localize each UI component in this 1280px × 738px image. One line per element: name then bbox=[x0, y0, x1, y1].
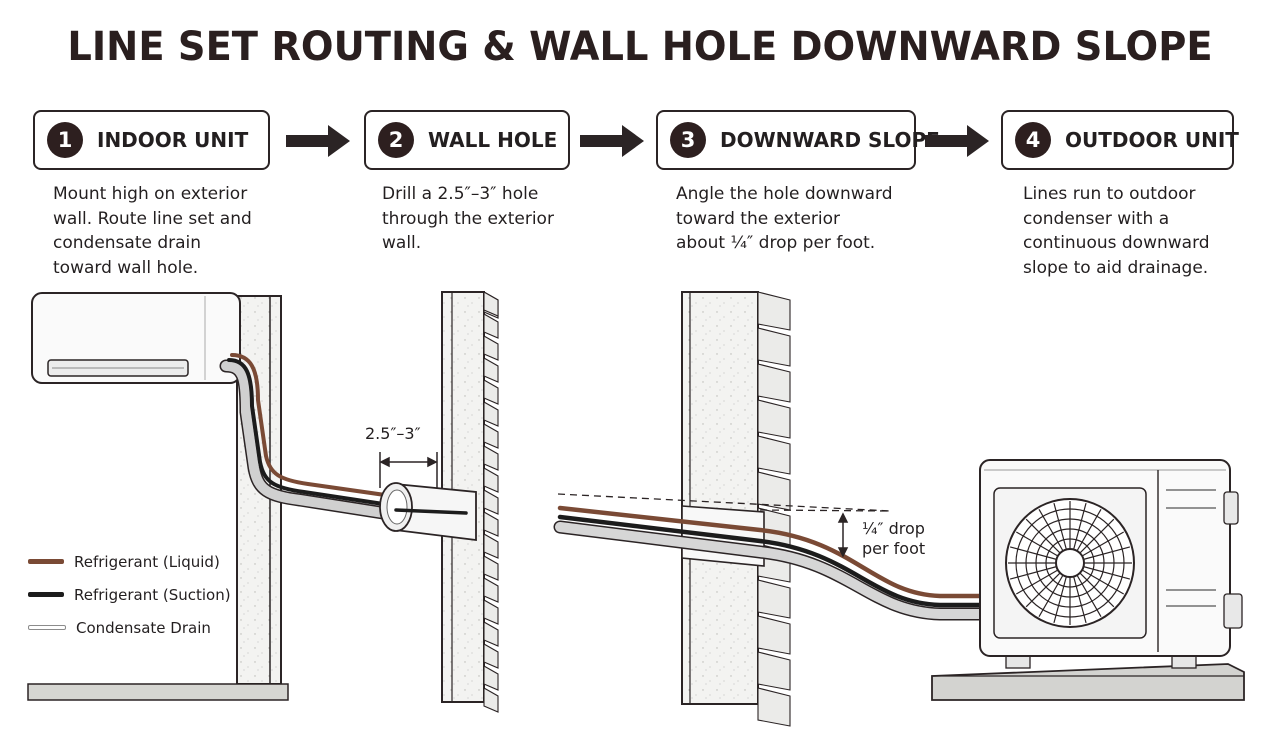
step-label: DOWNWARD SLOPE bbox=[720, 128, 940, 152]
siding-board bbox=[483, 357, 499, 383]
drop-label-line-2: per foot bbox=[862, 539, 926, 558]
siding-board bbox=[483, 489, 499, 515]
legend-item-liquid: Refrigerant (Liquid) bbox=[28, 545, 231, 578]
condenser-pad bbox=[931, 663, 1245, 701]
siding-board bbox=[757, 291, 791, 331]
fan-grille-spoke bbox=[1009, 546, 1057, 560]
siding-board bbox=[483, 401, 499, 427]
siding-board bbox=[757, 687, 791, 727]
right-arrow-icon bbox=[286, 125, 350, 157]
fan-grille-spoke bbox=[1073, 576, 1087, 624]
legend-item-suction: Refrigerant (Suction) bbox=[28, 578, 231, 611]
outdoor-line-set bbox=[553, 505, 991, 621]
legend-label: Condensate Drain bbox=[76, 618, 211, 637]
step-label: INDOOR UNIT bbox=[97, 128, 249, 152]
siding-board bbox=[757, 399, 791, 439]
siding bbox=[757, 291, 791, 727]
siding-board bbox=[483, 379, 499, 405]
fan-grille-spoke bbox=[1076, 509, 1102, 552]
wall-sleeve bbox=[379, 482, 477, 542]
siding-board bbox=[757, 327, 791, 367]
fan-grille-spoke bbox=[1083, 566, 1131, 580]
legend-label: Refrigerant (Suction) bbox=[74, 585, 231, 604]
fan-grille-spoke bbox=[1081, 569, 1124, 595]
siding-board bbox=[757, 651, 791, 691]
legend-swatch bbox=[28, 592, 64, 597]
step-box-wall-hole: 2 WALL HOLE bbox=[364, 110, 570, 170]
hole-dimension bbox=[379, 452, 438, 488]
page-title: LINE SET ROUTING & WALL HOLE DOWNWARD SL… bbox=[67, 24, 1213, 70]
siding-board bbox=[483, 621, 499, 647]
fan-grille-spoke bbox=[1053, 576, 1067, 624]
hole-size-label: 2.5″–3″ bbox=[365, 424, 421, 443]
indoor-wall bbox=[27, 295, 289, 701]
legend-item-drain: Condensate Drain bbox=[28, 611, 231, 644]
fan-grille-spoke bbox=[1016, 531, 1059, 557]
right-arrow-icon bbox=[925, 125, 989, 157]
siding-board bbox=[483, 533, 499, 559]
step-label: OUTDOOR UNIT bbox=[1065, 128, 1239, 152]
siding-board bbox=[483, 313, 499, 339]
step-description-downward-slope: Angle the hole downward toward the exter… bbox=[676, 184, 893, 253]
fan-grille-spoke bbox=[1073, 502, 1087, 550]
step-number-badge: 2 bbox=[378, 122, 414, 158]
fan-grille-spoke bbox=[1025, 572, 1061, 608]
indoor-line-set bbox=[219, 353, 397, 521]
siding-board bbox=[483, 291, 499, 317]
step-number-badge: 3 bbox=[670, 122, 706, 158]
step-box-outdoor-unit: 4 OUTDOOR UNIT bbox=[1001, 110, 1239, 170]
siding-board bbox=[483, 335, 499, 361]
legend: Refrigerant (Liquid) Refrigerant (Suctio… bbox=[28, 545, 231, 644]
fan-grille-spoke bbox=[1079, 518, 1115, 554]
step-number-badge: 1 bbox=[47, 122, 83, 158]
fan-grille-spoke bbox=[1076, 574, 1102, 617]
siding-board bbox=[483, 467, 499, 493]
step-description-outdoor-unit: Lines run to outdoor condenser with a co… bbox=[1023, 184, 1210, 278]
indoor-unit-icon bbox=[31, 292, 241, 384]
step-box-indoor-unit: 1 INDOOR UNIT bbox=[33, 110, 270, 170]
fan-grille-spoke bbox=[1025, 518, 1061, 554]
fan-grille-spoke bbox=[1016, 569, 1059, 595]
drop-label-line-1: ¼″ drop bbox=[862, 519, 925, 538]
siding-board bbox=[483, 511, 499, 537]
slope-wall-section bbox=[681, 291, 759, 705]
step-description-wall-hole: Drill a 2.5″–3″ hole through the exterio… bbox=[382, 184, 554, 253]
siding-board bbox=[483, 445, 499, 471]
siding-board bbox=[483, 599, 499, 625]
legend-swatch bbox=[28, 625, 66, 630]
siding-board bbox=[757, 363, 791, 403]
slope-reference bbox=[557, 493, 891, 512]
siding-board bbox=[483, 577, 499, 603]
siding-board bbox=[757, 435, 791, 475]
siding-board bbox=[483, 555, 499, 581]
fan-grille-spoke bbox=[1079, 572, 1115, 608]
siding-board bbox=[757, 615, 791, 655]
fan-grille-spoke bbox=[1009, 566, 1057, 580]
fan-grille-spoke bbox=[1083, 546, 1131, 560]
drop-dimension bbox=[837, 512, 849, 558]
step-label: WALL HOLE bbox=[428, 128, 558, 152]
siding-board bbox=[483, 423, 499, 449]
step-description-indoor-unit: Mount high on exterior wall. Route line … bbox=[53, 184, 252, 278]
siding-board bbox=[757, 579, 791, 619]
step-number-badge: 4 bbox=[1015, 122, 1051, 158]
fan-grille-spoke bbox=[1081, 531, 1124, 557]
siding-board bbox=[483, 687, 499, 713]
siding bbox=[483, 291, 499, 713]
fan-grille-spoke bbox=[1038, 509, 1064, 552]
legend-label: Refrigerant (Liquid) bbox=[74, 552, 220, 571]
drop-label: ¼″ drop per foot bbox=[862, 519, 925, 559]
fan-grille-spoke bbox=[1038, 574, 1064, 617]
outdoor-unit-icon bbox=[979, 459, 1243, 669]
right-arrow-icon bbox=[580, 125, 644, 157]
siding-board bbox=[483, 665, 499, 691]
legend-swatch bbox=[28, 559, 64, 564]
fan-grille-spoke bbox=[1053, 502, 1067, 550]
siding-board bbox=[483, 643, 499, 669]
step-box-downward-slope: 3 DOWNWARD SLOPE bbox=[656, 110, 940, 170]
